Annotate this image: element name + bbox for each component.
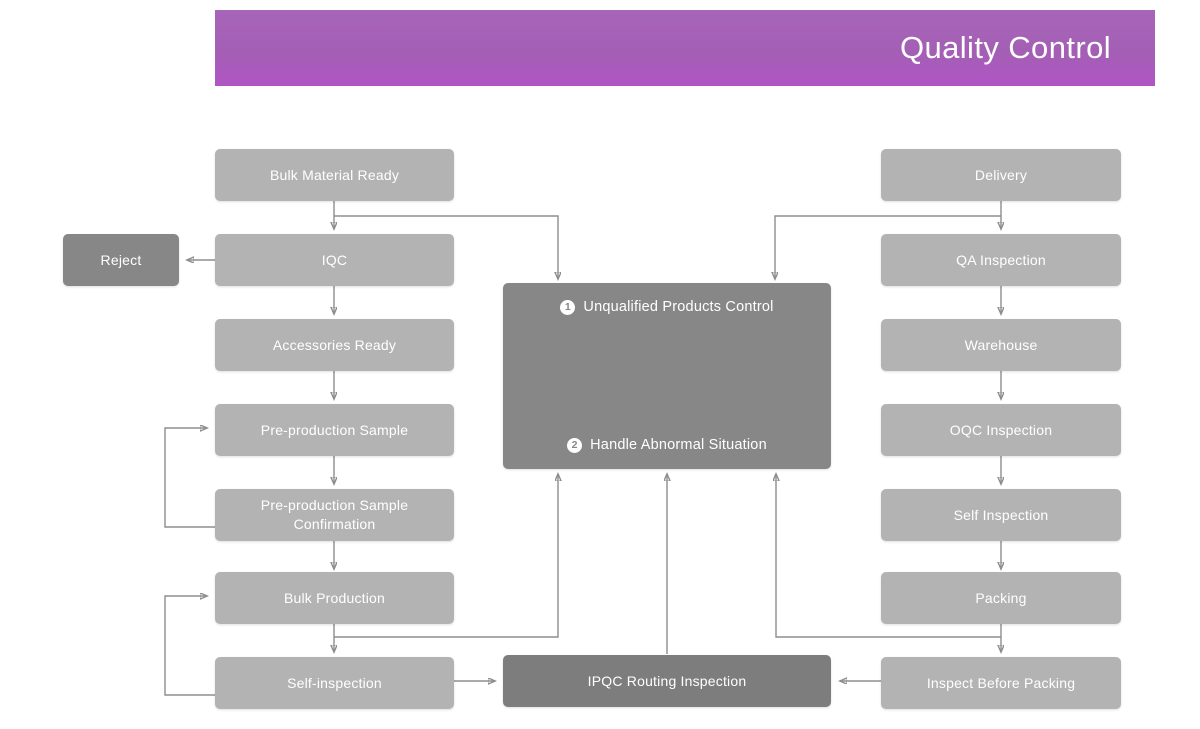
node-reject-label: Reject <box>100 251 142 268</box>
node-iqc-label: IQC <box>321 251 348 268</box>
node-accessories-ready[interactable]: Accessories Ready <box>215 319 454 371</box>
node-inspect-before-packing-label: Inspect Before Packing <box>926 674 1076 691</box>
node-self-inspection-right[interactable]: Self Inspection <box>881 489 1121 541</box>
node-oqc-inspection[interactable]: OQC Inspection <box>881 404 1121 456</box>
node-packing[interactable]: Packing <box>881 572 1121 624</box>
node-ipqc-routing-inspection-label: IPQC Routing Inspection <box>587 672 747 689</box>
node-ipqc-routing-inspection[interactable]: IPQC Routing Inspection <box>503 655 831 707</box>
node-inspect-before-packing[interactable]: Inspect Before Packing <box>881 657 1121 709</box>
node-reject[interactable]: Reject <box>63 234 179 286</box>
node-delivery-label: Delivery <box>974 166 1028 183</box>
node-delivery[interactable]: Delivery <box>881 149 1121 201</box>
node-qa-inspection-label: QA Inspection <box>956 251 1046 268</box>
panel-item-2: 2 Handle Abnormal Situation <box>503 437 831 453</box>
node-bulk-material-ready-label: Bulk Material Ready <box>269 166 400 183</box>
node-pre-production-sample-confirmation[interactable]: Pre-production Sample Confirmation <box>215 489 454 541</box>
node-accessories-ready-label: Accessories Ready <box>272 336 397 353</box>
node-iqc[interactable]: IQC <box>215 234 454 286</box>
node-bulk-production-label: Bulk Production <box>283 589 386 606</box>
node-pre-production-sample-label: Pre-production Sample <box>260 421 409 438</box>
panel-unqualified-products-control[interactable]: 1 Unqualified Products Control 2 Handle … <box>503 283 831 469</box>
node-qa-inspection[interactable]: QA Inspection <box>881 234 1121 286</box>
badge-number-1: 1 <box>560 299 576 315</box>
header-banner: Quality Control <box>215 10 1155 86</box>
node-pre-production-sample[interactable]: Pre-production Sample <box>215 404 454 456</box>
panel-item-1: 1 Unqualified Products Control <box>503 299 831 315</box>
node-self-inspection-left-label: Self-inspection <box>287 674 382 691</box>
node-packing-label: Packing <box>975 589 1027 606</box>
page-title: Quality Control <box>899 30 1111 65</box>
node-bulk-production[interactable]: Bulk Production <box>215 572 454 624</box>
node-self-inspection-right-label: Self Inspection <box>953 506 1049 523</box>
panel-item-1-label: Unqualified Products Control <box>583 299 774 315</box>
node-pre-production-sample-confirmation-label: Pre-production Sample Confirmation <box>260 497 409 532</box>
node-warehouse-label: Warehouse <box>964 336 1038 353</box>
node-self-inspection-left[interactable]: Self-inspection <box>215 657 454 709</box>
node-oqc-inspection-label: OQC Inspection <box>949 421 1053 438</box>
panel-item-2-label: Handle Abnormal Situation <box>590 437 767 453</box>
badge-number-2: 2 <box>567 437 583 453</box>
node-bulk-material-ready[interactable]: Bulk Material Ready <box>215 149 454 201</box>
node-warehouse[interactable]: Warehouse <box>881 319 1121 371</box>
